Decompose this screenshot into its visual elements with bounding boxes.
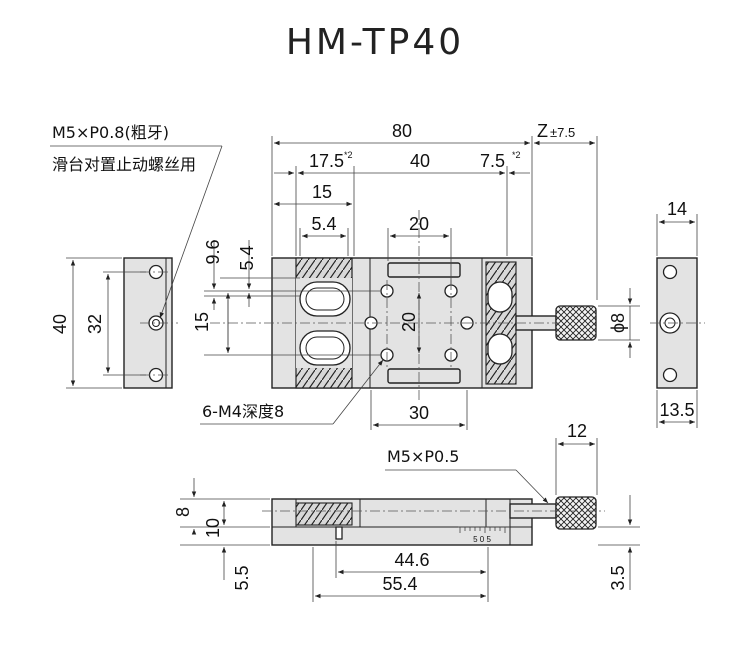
dim-center-hole-pitch-y: 20 — [399, 312, 419, 332]
dim-end-height: 40 — [50, 314, 70, 334]
dim-44-6: 44.6 — [394, 550, 429, 570]
dim-end-hole-pitch: 32 — [85, 314, 105, 334]
dim-left-hole-offset: 17.5 — [309, 151, 344, 171]
dim-15-vertical: 15 — [192, 312, 212, 332]
dim-55-4: 55.4 — [382, 574, 417, 594]
scale-ticks-label: 5 0 5 — [473, 535, 491, 544]
label-thread-spec: M5×P0.8(粗牙) — [52, 123, 169, 142]
left-end-view: 40 32 M5×P0.8(粗牙) 滑台对置止动螺丝用 — [50, 123, 223, 389]
vernier-scale: 5 0 5 — [458, 526, 510, 544]
side-dim-10: 10 — [203, 518, 223, 538]
dim-right-hole-offset: 7.5 — [480, 151, 505, 171]
dim-bottom-hole-span: 30 — [409, 403, 429, 423]
dim-left-hole-note: *2 — [344, 150, 353, 160]
dim-end-offset: 13.5 — [659, 400, 694, 420]
label-knob-dia: ϕ8 — [608, 313, 628, 333]
top-view: 80 Z ±7.5 17.5 *2 40 7.5 *2 15 5.4 20 — [192, 121, 640, 430]
dim-slot-span: 15 — [312, 182, 332, 202]
dim-center-hole-pitch-x: 20 — [409, 214, 429, 234]
dim-total-length: 80 — [392, 121, 412, 141]
dim-right-hole-note: *2 — [512, 150, 521, 160]
top-adjust-knob — [555, 305, 597, 341]
drawing-title: HM-TP40 — [285, 22, 465, 63]
side-dim-8: 8 — [173, 507, 193, 517]
dim-slot-width: 5.4 — [311, 214, 336, 234]
dim-9-6: 9.6 — [203, 239, 223, 264]
side-dim-3-5: 3.5 — [608, 565, 628, 590]
label-thread-use: 滑台对置止动螺丝用 — [52, 155, 196, 174]
center-rail-bottom — [387, 368, 461, 384]
right-end-view: 14 13.5 — [650, 199, 705, 428]
dim-knob-length: 12 — [567, 421, 587, 441]
label-z-travel-tol: ±7.5 — [550, 125, 575, 140]
side-view: 5 0 5 M5×P0.5 12 8 10 5.5 3.5 — [173, 421, 640, 602]
side-thread — [295, 502, 353, 526]
side-dim-5-5: 5.5 — [232, 565, 252, 590]
label-tap-holes: 6-M4深度8 — [202, 402, 284, 421]
label-feed-screw: M5×P0.5 — [387, 447, 459, 466]
center-rail-top — [387, 262, 461, 278]
dim-hole-pitch: 40 — [410, 151, 430, 171]
right-end-hole-bottom — [662, 367, 678, 383]
side-adjust-knob — [555, 496, 597, 530]
dim-end-width: 14 — [667, 199, 687, 219]
right-end-hole-top — [662, 264, 678, 280]
label-z-travel: Z — [537, 121, 548, 141]
dim-5-4: 5.4 — [237, 245, 257, 270]
